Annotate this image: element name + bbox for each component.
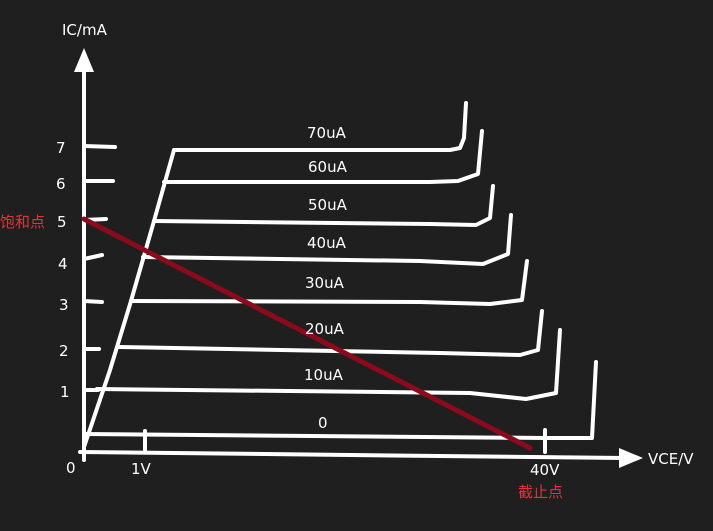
x-tick-label-1v: 1V xyxy=(131,460,152,478)
origin-label: 0 xyxy=(66,459,76,477)
curve-0 xyxy=(82,360,598,440)
curve-20ua xyxy=(116,309,544,357)
load-line xyxy=(81,216,533,451)
curve-70ua xyxy=(172,101,468,152)
curve-label-60ua: 60uA xyxy=(308,158,348,176)
curve-10ua xyxy=(95,328,562,401)
y-axis-arrowhead xyxy=(74,48,94,72)
saturation-point-label: 饱和点 xyxy=(0,213,45,231)
y-tick-label-3: 3 xyxy=(59,296,69,314)
curve-label-20ua: 20uA xyxy=(305,320,345,338)
curve-label-50ua: 50uA xyxy=(308,196,348,214)
y-axis-label: IC/mA xyxy=(62,21,108,39)
y-tick-mark-3 xyxy=(82,299,104,304)
y-tick-label-7: 7 xyxy=(56,139,66,157)
y-tick-label-1: 1 xyxy=(60,383,70,401)
curve-40ua xyxy=(141,213,513,266)
curve-label-30ua: 30uA xyxy=(305,274,345,292)
cutoff-point-label: 截止点 xyxy=(518,483,563,501)
curve-label-0: 0 xyxy=(318,414,328,432)
x-axis-arrowhead xyxy=(619,448,643,468)
y-tick-mark-4 xyxy=(82,253,104,261)
curve-30ua xyxy=(129,259,529,306)
y-tick-label-5: 5 xyxy=(57,213,67,231)
curve-label-40ua: 40uA xyxy=(307,234,347,252)
y-tick-mark-7 xyxy=(82,144,117,149)
curve-60ua xyxy=(162,129,484,184)
curve-50ua xyxy=(152,184,495,227)
x-axis-label: VCE/V xyxy=(648,450,694,468)
curve-label-70ua: 70uA xyxy=(307,124,347,142)
y-tick-label-6: 6 xyxy=(56,175,66,193)
x-tick-label-40v: 40V xyxy=(530,461,560,479)
y-tick-label-4: 4 xyxy=(58,255,68,273)
x-axis xyxy=(78,450,627,460)
y-tick-label-2: 2 xyxy=(59,342,69,360)
curve-label-10ua: 10uA xyxy=(304,366,344,384)
saturation-boundary-line xyxy=(82,148,176,449)
